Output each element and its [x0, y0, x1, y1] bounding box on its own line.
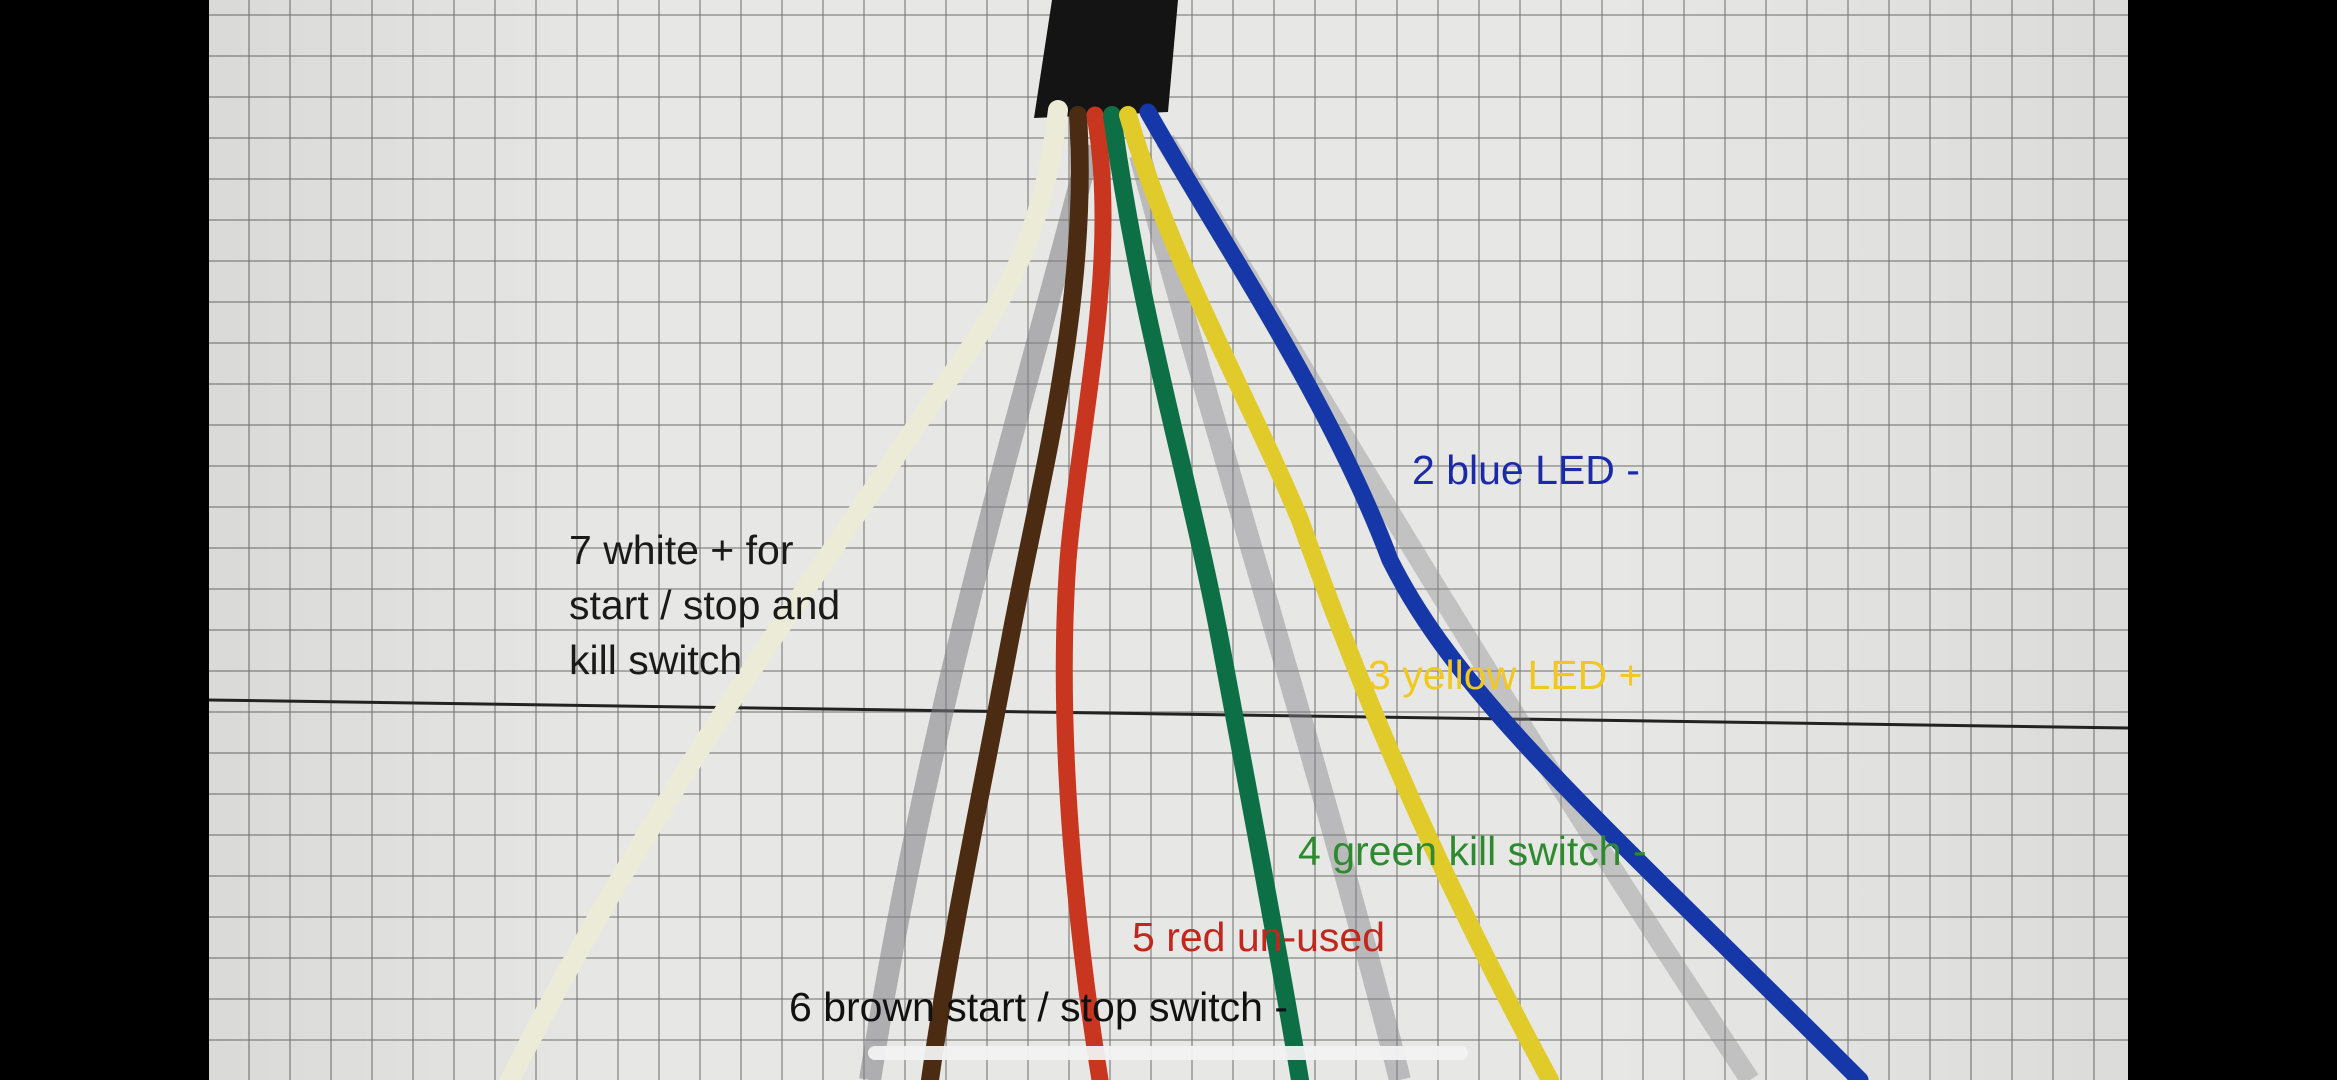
wire-blue: [1139, 103, 1869, 1080]
label-red-wire: 5 red un-used: [1132, 914, 1386, 960]
home-indicator[interactable]: [868, 1046, 1468, 1060]
paper-line: [208, 698, 2129, 730]
wire-brown: [921, 106, 1089, 1080]
wire-red: [1055, 106, 1112, 1080]
wire-yellow: [1119, 106, 1559, 1080]
wire-shadow: [859, 142, 1101, 1080]
label-green-wire: 4 green kill switch -: [1298, 828, 1647, 874]
label-blue-wire: 2 blue LED -: [1412, 447, 1640, 493]
label-brown-wire: 6 brown start / stop switch -: [789, 984, 1289, 1030]
wire-white: [500, 100, 1068, 1080]
wire-green: [1103, 106, 1309, 1080]
grid-paper: [209, 0, 2128, 1080]
cable-sheath: [1034, 0, 1178, 118]
label-yellow-wire: 3 yellow LED +: [1368, 652, 1643, 698]
wire-shadow: [1129, 152, 1411, 1080]
label-white-wire: 7 white + for start / stop and kill swit…: [569, 527, 841, 683]
